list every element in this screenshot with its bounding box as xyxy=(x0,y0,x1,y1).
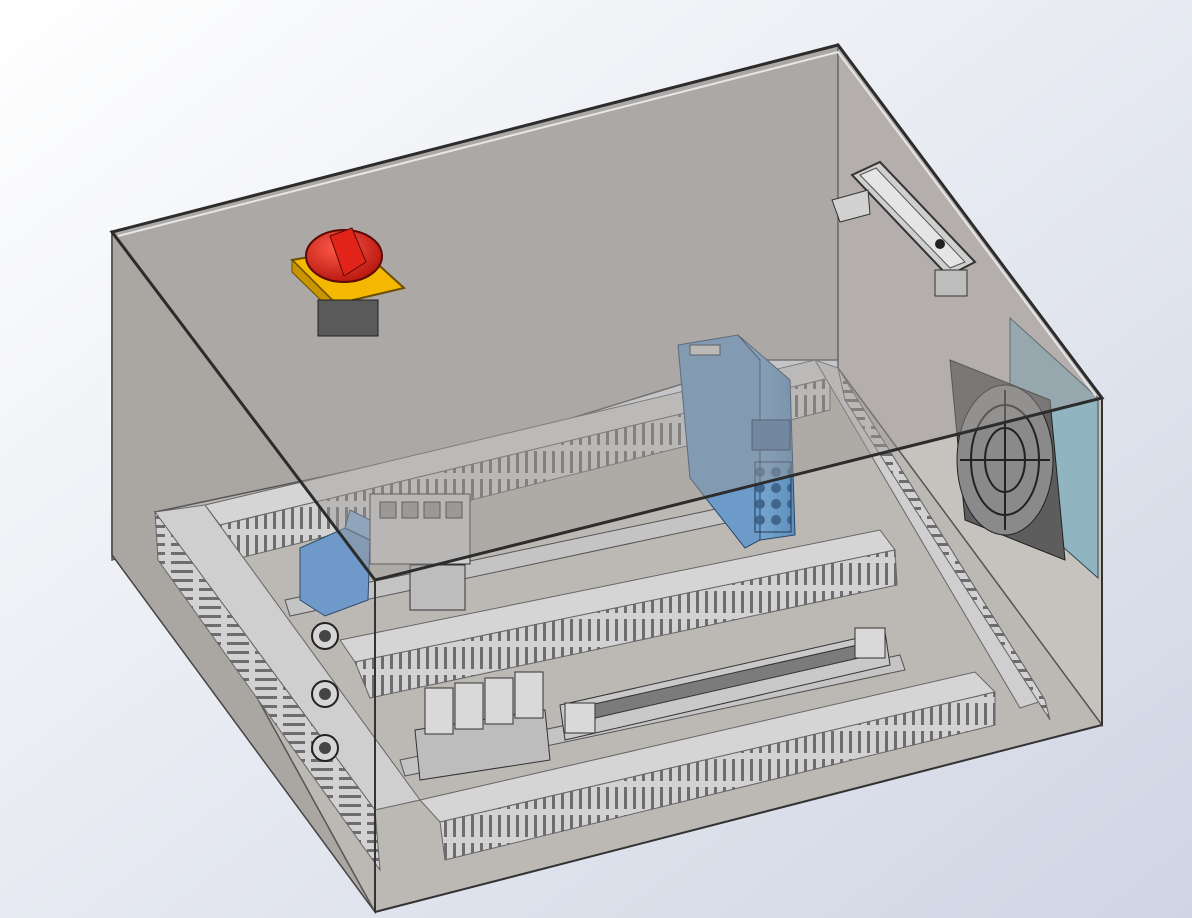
cooling-fan xyxy=(949,316,1099,580)
plug-in-relays xyxy=(414,671,551,781)
door-handle-latch xyxy=(831,160,977,297)
terminal-block-strip xyxy=(559,627,891,741)
wiring-ducts xyxy=(154,359,1051,872)
main-isolator-switch xyxy=(289,227,407,337)
din-rail-power-supply xyxy=(677,334,796,549)
cable-glands xyxy=(311,622,339,762)
